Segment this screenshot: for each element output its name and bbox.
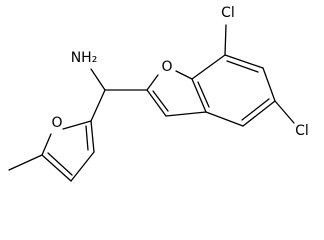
- chemical-structure-diagram: NH₂ O O Cl Cl: [8, 5, 309, 182]
- bond-furan-c5-c4: [41, 154, 72, 182]
- bond-furan-c5-c4-double: [47, 152, 73, 176]
- bond-c5-cl: [274, 100, 295, 124]
- bond-bf-c7a-c3a-double: [197, 81, 210, 108]
- bond-bf-o1-c7a: [175, 70, 193, 80]
- bond-bf-c7-c6: [224, 54, 264, 69]
- bond-bf-c7a-c7: [191, 54, 226, 80]
- bond-bf-c5-c4: [242, 100, 276, 127]
- chlorine-5-label: Cl: [295, 123, 309, 139]
- bond-methyl: [8, 154, 43, 171]
- bond-ch-furan: [90, 89, 106, 122]
- bond-c7-cl: [224, 24, 227, 56]
- bond-bf-c2-c3: [146, 89, 167, 117]
- bond-bf-c6-c5: [262, 67, 276, 102]
- furan-oxygen-label: O: [51, 115, 62, 131]
- bond-furan-c2-o1: [62, 120, 92, 130]
- bond-bf-c7a-c3a: [191, 78, 207, 113]
- bond-furan-c3-c2-double: [85, 125, 89, 151]
- benzofuran-oxygen-label: O: [161, 59, 172, 75]
- bond-ch-nh2: [90, 68, 106, 91]
- bond-bf-c4-c3a: [205, 111, 244, 127]
- bond-bf-c5-c4-double: [241, 98, 270, 121]
- bond-bf-c2-o1: [146, 74, 159, 91]
- bond-furan-c3-c2: [90, 120, 95, 153]
- bond-bf-c7-c6-double: [226, 60, 259, 73]
- bond-bf-c2-c3-double: [152, 90, 169, 112]
- bond-furan-c4-c3: [70, 151, 95, 182]
- bond-furan-o1-c5: [41, 133, 52, 156]
- amine-label: NH₂: [71, 50, 98, 66]
- bond-bf-c3-c3a: [165, 111, 207, 117]
- chlorine-7-label: Cl: [221, 5, 235, 21]
